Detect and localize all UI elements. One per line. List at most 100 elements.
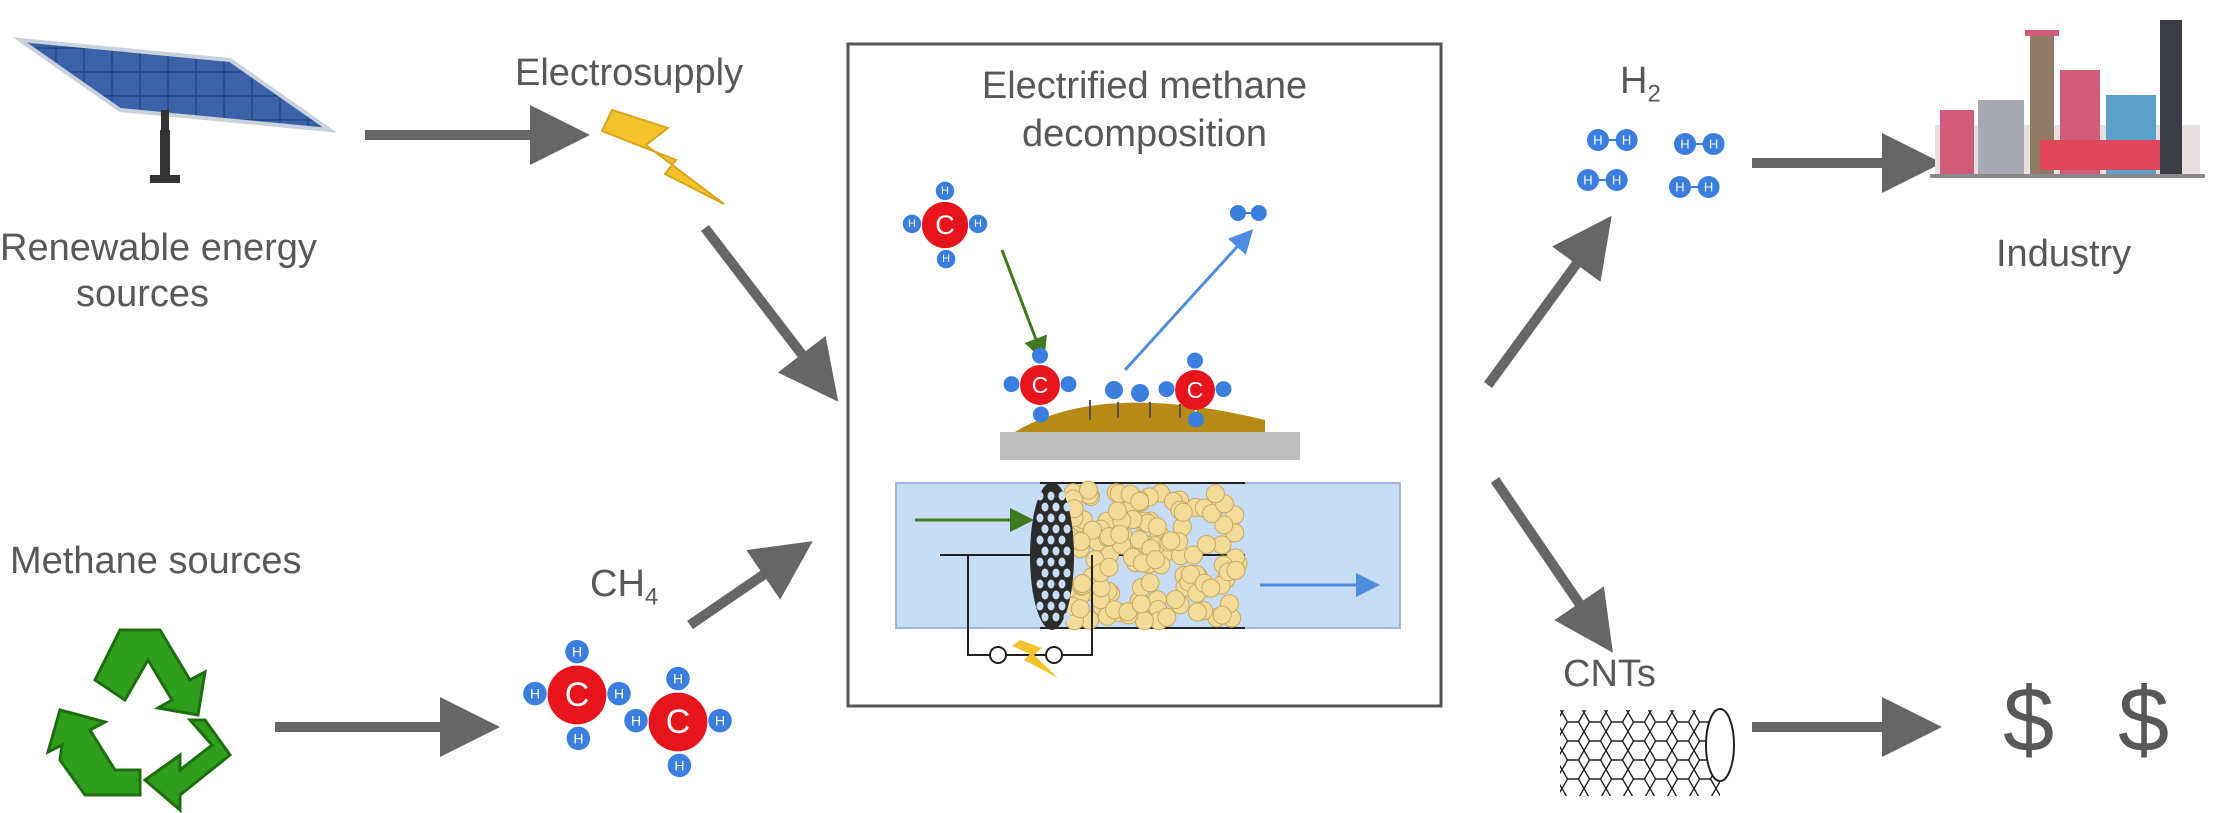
frit-hole (1063, 568, 1071, 578)
recycle-icon (45, 628, 233, 813)
hydrogen-atom-symbol: H (942, 253, 950, 265)
hydrogen-atom-symbol: H (1704, 180, 1713, 195)
hydrogen-atom-symbol: H (1622, 133, 1631, 148)
methane-molecule: C (1158, 352, 1232, 428)
renewable-sources-line1: Renewable energy (0, 227, 317, 269)
frit-hole (1058, 491, 1066, 501)
catalyst-pellet (1184, 545, 1203, 565)
hydrogen-atom-symbol: H (1612, 173, 1621, 188)
hydrogen-atom (935, 181, 955, 201)
hydrogen-atom (1230, 205, 1246, 221)
hydrogen-atom (523, 681, 547, 706)
frit-hole (1052, 502, 1060, 512)
lightning-bolt-icon (600, 108, 725, 205)
hydrogen-atom (1250, 205, 1267, 221)
small-bolt-icon (1012, 640, 1058, 678)
flow-arrows (275, 105, 1942, 757)
arrow-box-to-h2 (1483, 215, 1612, 388)
hydrogen-atom-symbol: H (974, 218, 982, 230)
catalyst-pellet (1131, 594, 1151, 614)
arrow-box-to-cnts (1490, 477, 1613, 653)
frit-hole (1041, 546, 1049, 556)
catalyst-pellet (1147, 517, 1167, 537)
hydrogen-atom-symbol: H (572, 644, 582, 660)
frit-hole (1047, 535, 1055, 545)
hydrogen-atom-symbol: H (631, 713, 641, 729)
carbon-atom (921, 201, 969, 249)
frit-hole (1036, 579, 1044, 589)
catalyst-pellet (1188, 602, 1207, 622)
frit-hole (1036, 557, 1044, 567)
hydrogen-atom (1187, 411, 1204, 428)
frit-hole (1063, 502, 1071, 512)
catalyst-pellet (1140, 573, 1160, 593)
catalyst-pellet (1201, 578, 1221, 598)
frit-hole (1036, 601, 1044, 611)
reactor-schematic (895, 480, 1401, 678)
frit-hole (1041, 568, 1049, 578)
hydrogen-atom (566, 726, 591, 751)
arrow-ch4-to-box (687, 541, 813, 630)
frit-hole (1047, 601, 1055, 611)
renewable-sources-line2: sources (75, 273, 210, 315)
frit-hole (1041, 524, 1049, 534)
solar-panel-icon (12, 37, 338, 183)
frit-hole (1052, 590, 1060, 600)
box-title-line2: decomposition (1021, 113, 1268, 155)
catalyst-pellet (1214, 515, 1234, 535)
hydrogen-atom (667, 753, 692, 778)
carbon-atom (1020, 365, 1060, 405)
renewable-sources-label: Renewable energy sources (0, 225, 317, 317)
carbon-atom-symbol: C (935, 210, 955, 240)
frit-hole (1047, 557, 1055, 567)
catalyst-pellet (1072, 574, 1092, 594)
hydrogen-atom-symbol: H (530, 686, 540, 702)
catalyst-pellet (1197, 534, 1216, 554)
frit-hole (1063, 524, 1071, 534)
frit-hole (1063, 546, 1071, 556)
surface-pins (1089, 400, 1181, 420)
frit-hole (1052, 612, 1060, 622)
h2-main: H (1620, 60, 1648, 102)
frit-hole (1047, 491, 1055, 501)
hydrogen-atom-symbol: H (1675, 180, 1684, 195)
box-title: Electrified methane decomposition (848, 62, 1441, 158)
hydrogen-atom-symbol: H (614, 686, 624, 702)
catalyst-pellet (1071, 532, 1091, 551)
catalyst-pellet (1226, 560, 1246, 580)
adsorbed-h-atom (1131, 384, 1149, 402)
h2-label: H2 (1620, 60, 1661, 109)
hydrogen-atom (666, 666, 690, 691)
catalyst-pellet (1070, 599, 1090, 619)
carbon-atom (648, 692, 708, 752)
catalyst-pellet (1202, 504, 1222, 523)
catalyst-pellet (1157, 607, 1177, 627)
frit-hole (1041, 590, 1049, 600)
hydrogen-atom (1674, 133, 1696, 155)
hydrogen-atom-symbol: H (1593, 133, 1602, 148)
carbon-atom-symbol: C (1187, 377, 1204, 403)
hydrogen-atom (1615, 129, 1638, 151)
hydrogen-atom (1587, 129, 1609, 151)
hydrogen-atom-symbol: H (941, 185, 949, 197)
industry-icon (1930, 20, 2205, 178)
hydrogen-atom (1669, 176, 1691, 198)
industry-label: Industry (1996, 233, 2132, 275)
catalyst-pellet (1146, 550, 1165, 570)
catalyst-pellet (1083, 520, 1102, 540)
hydrogen-atom (624, 708, 648, 733)
ch4-label: CH4 (590, 563, 658, 612)
hydrogen-atom (1702, 133, 1725, 155)
frit-hole (1063, 590, 1071, 600)
frit-hole (1052, 568, 1060, 578)
cnts-label: CNTs (1563, 653, 1656, 695)
box-title-line1: Electrified methane (981, 65, 1308, 107)
hydrogen-atom (936, 249, 956, 269)
dollar-sign-1: $ (2003, 669, 2055, 771)
hydrogen-atom (1697, 176, 1720, 198)
